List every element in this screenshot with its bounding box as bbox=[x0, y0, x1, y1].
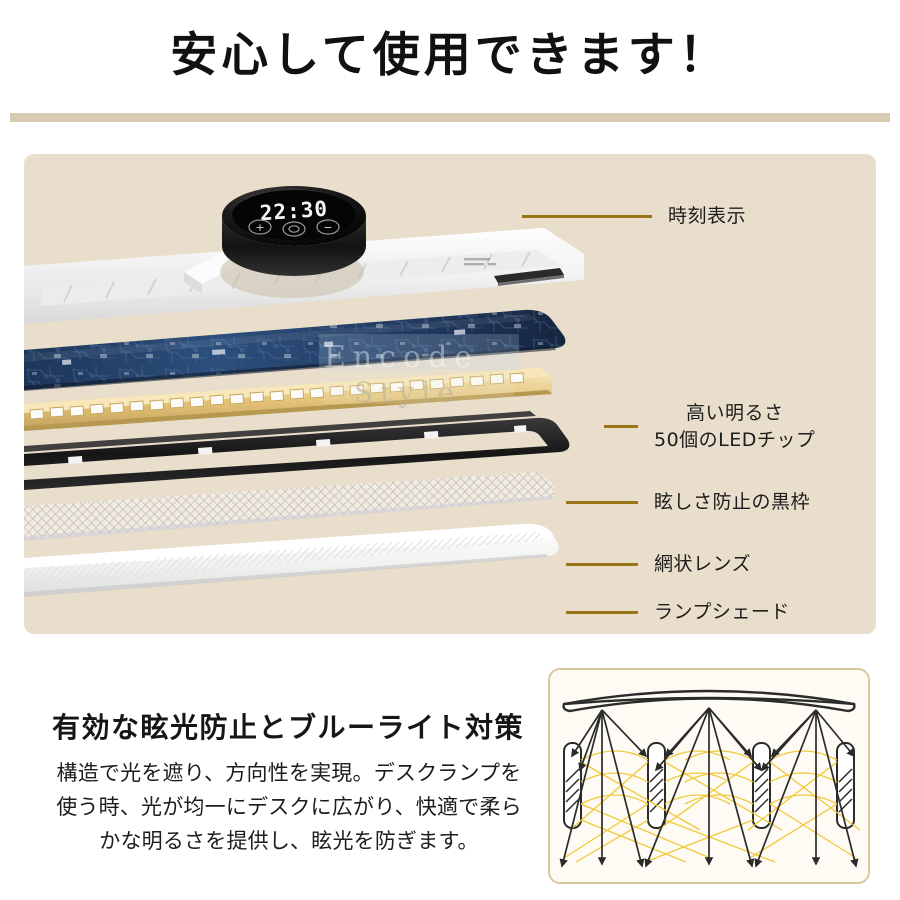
callout-label: 時刻表示 bbox=[668, 205, 747, 227]
leader-line bbox=[522, 214, 652, 218]
puck-buttons: + − bbox=[248, 219, 340, 237]
led-chips bbox=[29, 372, 525, 420]
light-ray-diagram bbox=[559, 689, 861, 868]
callout-label: 眩しさ防止の黒枠 bbox=[654, 491, 811, 513]
header-divider bbox=[10, 113, 890, 122]
callout-led-chips: 高い明るさ 50個のLEDチップ bbox=[604, 400, 815, 454]
callout-label: 網状レンズ bbox=[654, 553, 752, 575]
callout-mesh-lens: 網状レンズ bbox=[566, 551, 751, 578]
svg-text:−: − bbox=[323, 221, 332, 234]
diffuser-bar bbox=[562, 689, 856, 713]
leader-line bbox=[566, 562, 638, 566]
light-ray-diagram-card bbox=[548, 668, 870, 884]
callout-black-frame: 眩しさ防止の黒枠 bbox=[566, 489, 810, 516]
direct-light-rays bbox=[559, 707, 859, 868]
leader-line bbox=[566, 500, 638, 504]
callout-time-display: 時刻表示 bbox=[522, 203, 746, 230]
minus-button: − bbox=[316, 219, 340, 235]
watermark bbox=[319, 334, 519, 404]
feature-description: 構造で光を遮り、方向性を実現。デスクランプを使う時、光が均一にデスクに広がり、快… bbox=[56, 761, 522, 854]
leader-line bbox=[566, 610, 638, 614]
control-puck: 22:30 + − bbox=[220, 186, 366, 298]
power-button bbox=[282, 221, 306, 237]
layer-pcb bbox=[24, 309, 566, 391]
layer-led-strip bbox=[24, 368, 552, 431]
housing-logo-mark bbox=[464, 258, 496, 266]
exploded-view-panel: 22:30 + − bbox=[24, 154, 876, 634]
clock-readout: 22:30 bbox=[259, 197, 329, 226]
leader-line bbox=[604, 425, 638, 429]
exploded-lamp-illustration: 22:30 + − bbox=[24, 186, 584, 597]
frame-connector-nubs bbox=[68, 425, 527, 464]
callout-lamp-shade: ランプシェード bbox=[566, 599, 790, 626]
layer-mesh-lens bbox=[24, 472, 554, 541]
feature-title: 有効な眩光防止とブルーライト対策 bbox=[51, 711, 524, 744]
plus-button: + bbox=[248, 219, 272, 235]
page-title: 安心して使用できます！ bbox=[170, 28, 730, 83]
svg-text:+: + bbox=[255, 221, 264, 234]
layer-lamp-shade bbox=[24, 523, 559, 597]
callout-label: 高い明るさ 50個のLEDチップ bbox=[654, 402, 816, 451]
callout-label: ランプシェード bbox=[654, 601, 790, 623]
layer-black-frame bbox=[24, 411, 570, 490]
